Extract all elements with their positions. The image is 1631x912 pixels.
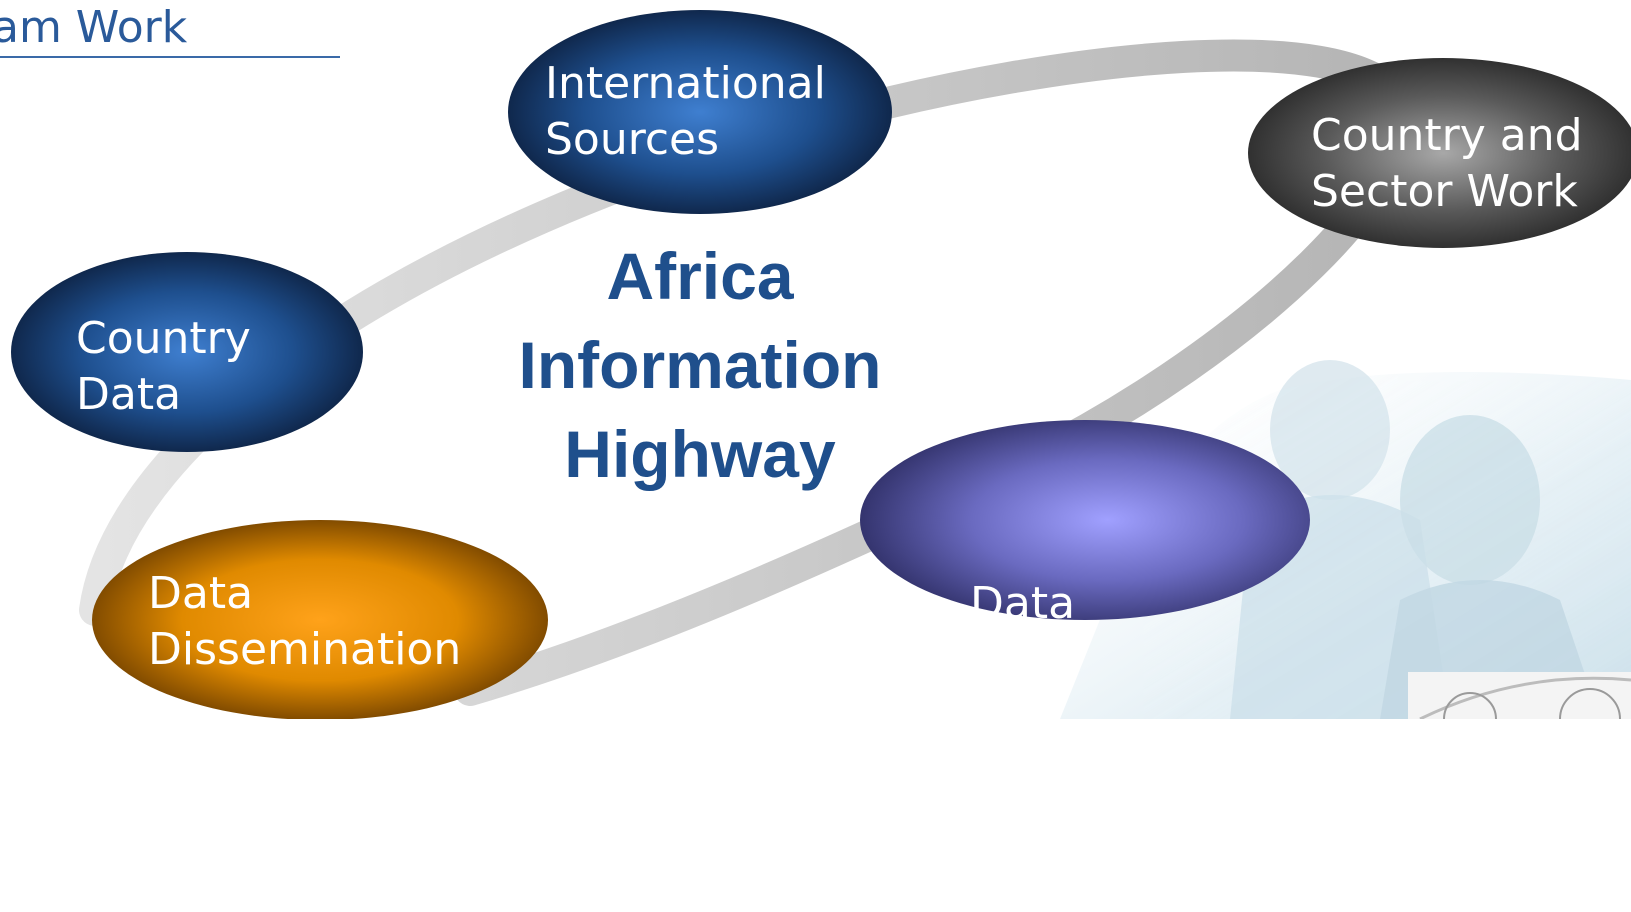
label-country-data: Country Data <box>76 311 251 423</box>
logo-seal <box>1408 672 1631 719</box>
node-data-dissemination <box>92 520 548 719</box>
node-international-sources <box>508 10 892 214</box>
label-line: Sources <box>545 114 720 165</box>
label-data-dissemination: Data Dissemination <box>148 566 461 678</box>
label-line: Data <box>76 369 182 420</box>
label-line: International <box>545 58 826 109</box>
center-title-line: Africa <box>606 239 794 313</box>
node-data-validation <box>860 420 1310 620</box>
node-country-and-sector-work <box>1248 58 1631 248</box>
center-title-line: Highway <box>564 417 836 491</box>
diagram-center-title: Africa Information Highway <box>470 232 930 499</box>
center-title-line: Information <box>518 328 882 402</box>
title-underline <box>0 56 340 58</box>
label-line: Dissemination <box>148 624 462 675</box>
label-line: Data <box>148 568 254 619</box>
label-line: Country and <box>1311 110 1583 161</box>
label-line: Country <box>76 313 251 364</box>
label-line: Data <box>970 578 1076 629</box>
label-international-sources: International Sources <box>545 56 826 168</box>
label-country-and-sector-work: Country and Sector Work <box>1311 108 1583 220</box>
page-title: am Work <box>0 2 188 53</box>
label-line: Sector Work <box>1311 166 1578 217</box>
diagram-canvas <box>11 10 1631 719</box>
label-line: Validation <box>970 746 1202 797</box>
label-data-validation: Data Validation <box>970 464 1201 912</box>
slide: am Work Africa Information Highway Inter… <box>0 2 1631 719</box>
node-country-data <box>11 252 363 452</box>
